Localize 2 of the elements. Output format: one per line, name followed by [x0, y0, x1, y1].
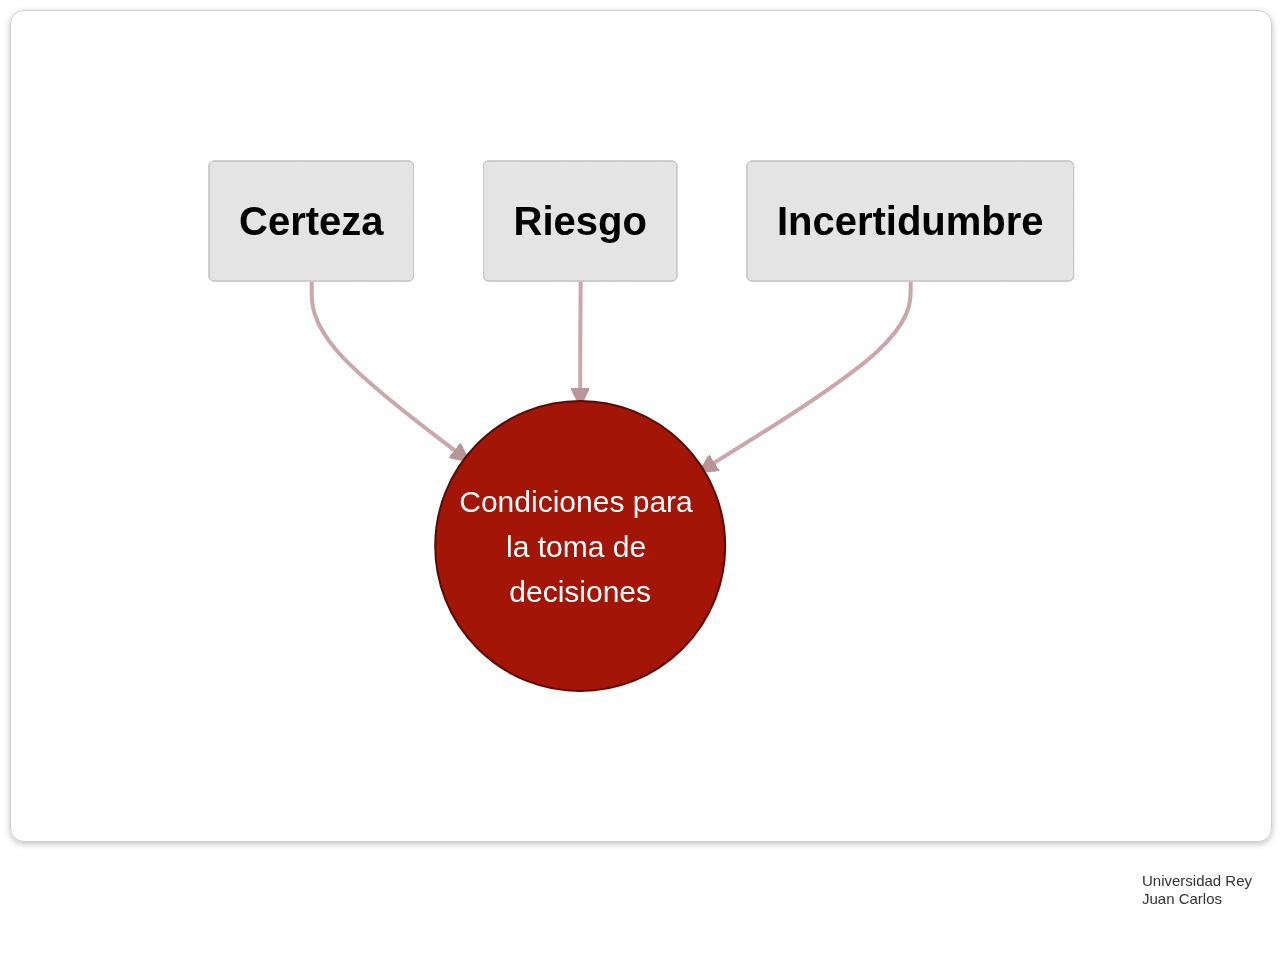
node-circle: Condiciones para la toma de decisiones	[433, 400, 726, 692]
footer-text: Universidad Rey Juan Carlos	[1142, 872, 1254, 908]
